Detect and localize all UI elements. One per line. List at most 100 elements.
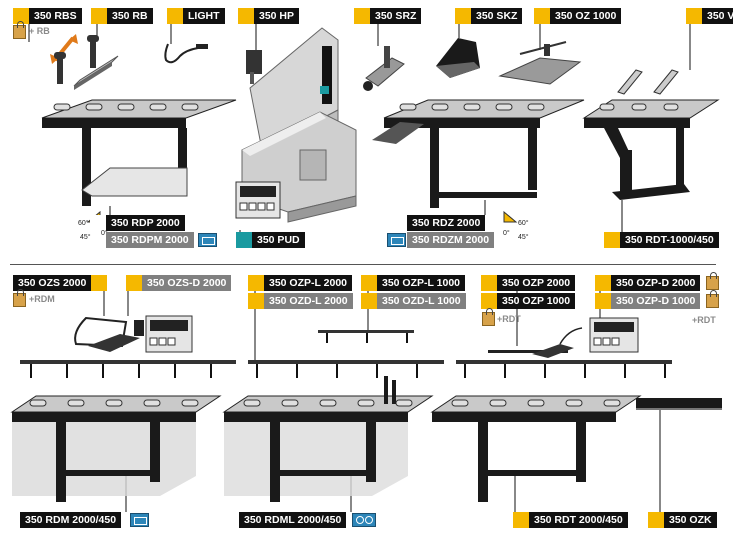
label-350-rbs[interactable]: 350 RBS bbox=[13, 8, 82, 24]
label-text: 350 V bbox=[702, 8, 733, 24]
label-swatch bbox=[595, 293, 611, 309]
label-swatch bbox=[238, 8, 254, 24]
label-text: 350 RDZM 2000 bbox=[407, 232, 495, 248]
label-text: 350 RDPM 2000 bbox=[106, 232, 194, 248]
label-text: 350 OZP-L 1000 bbox=[377, 275, 466, 291]
label-350-oz-1000[interactable]: 350 OZ 1000 bbox=[534, 8, 622, 24]
option-rdt: +RDT bbox=[497, 314, 521, 324]
option-rdm: +RDM bbox=[29, 294, 55, 304]
label-swatch bbox=[248, 275, 264, 291]
angle-label: 0° bbox=[101, 230, 108, 237]
label-350-rdt-2000-450[interactable]: 350 RDT 2000/450 bbox=[513, 512, 628, 528]
label-350-ozp-l-2000[interactable]: 350 OZP-L 2000 bbox=[248, 275, 353, 291]
label-swatch bbox=[481, 293, 497, 309]
label-text: 350 SKZ bbox=[471, 8, 523, 24]
label-350-hp[interactable]: 350 HP bbox=[238, 8, 300, 24]
label-350-pud[interactable]: 350 PUD bbox=[236, 232, 305, 248]
label-350-ozd-l-2000[interactable]: 350 OZD-L 2000 bbox=[248, 293, 353, 309]
label-swatch bbox=[236, 232, 252, 248]
angle-label: 45° bbox=[518, 234, 529, 241]
label-text: 350 OZS-D 2000 bbox=[142, 275, 232, 291]
rbs-adjust-arrow bbox=[50, 34, 78, 64]
label-swatch bbox=[91, 275, 108, 291]
label-350-ozp-1000[interactable]: 350 OZP 1000 bbox=[481, 293, 576, 309]
label-swatch bbox=[361, 293, 377, 309]
label-swatch bbox=[248, 293, 264, 309]
label-350-ozp-2000[interactable]: 350 OZP 2000 bbox=[481, 275, 576, 291]
label-swatch bbox=[455, 8, 471, 24]
label-swatch bbox=[91, 8, 107, 24]
ozp-d-display bbox=[589, 317, 639, 353]
label-350-srz[interactable]: 350 SRZ bbox=[354, 8, 422, 24]
manual-table-icon bbox=[130, 513, 149, 527]
ozp-rail bbox=[456, 327, 672, 378]
label-light[interactable]: LIGHT bbox=[167, 8, 225, 24]
label-text: 350 OZP 1000 bbox=[497, 293, 576, 309]
label-swatch bbox=[648, 512, 664, 528]
rdz-table bbox=[372, 99, 585, 208]
label-350-rdpm-2000[interactable]: 350 RDPM 2000 bbox=[90, 232, 194, 248]
label-350-ozk[interactable]: 350 OZK bbox=[648, 512, 717, 528]
rdml-table bbox=[222, 376, 434, 502]
label-350-rdt-1000-450[interactable]: 350 RDT-1000/450 bbox=[604, 232, 719, 248]
rdp-table bbox=[41, 99, 237, 206]
light-lamp bbox=[164, 43, 208, 64]
label-swatch bbox=[494, 232, 511, 248]
label-350-ozp-d-1000[interactable]: 350 OZP-D 1000 bbox=[595, 293, 701, 309]
lock-icon bbox=[482, 308, 495, 326]
hp-gauge bbox=[246, 50, 262, 84]
angle-label: 60° bbox=[518, 220, 529, 227]
label-350-rdp-2000[interactable]: 350 RDP 2000 bbox=[90, 215, 185, 231]
label-350-rdzm-2000[interactable]: 350 RDZM 2000 bbox=[407, 232, 511, 248]
label-text: 350 RDM 2000/450 bbox=[20, 512, 122, 528]
ozp-l-rails bbox=[248, 330, 444, 378]
band-saw bbox=[241, 27, 357, 223]
label-text: 350 RDP 2000 bbox=[106, 215, 185, 231]
label-350-skz[interactable]: 350 SKZ bbox=[455, 8, 523, 24]
rdt-1000-table bbox=[582, 99, 720, 200]
label-text: 350 RBS bbox=[29, 8, 82, 24]
label-text: 350 HP bbox=[254, 8, 300, 24]
label-swatch bbox=[90, 215, 106, 231]
label-swatch bbox=[604, 232, 620, 248]
label-text: 350 RDML 2000/450 bbox=[239, 512, 347, 528]
v-rollers bbox=[617, 69, 679, 95]
pud-panel bbox=[235, 181, 281, 219]
label-350-rdml-2000-450[interactable]: 350 RDML 2000/450 bbox=[239, 512, 347, 528]
label-350-ozp-d-2000[interactable]: 350 OZP-D 2000 bbox=[595, 275, 701, 291]
angle-label: 45° bbox=[80, 234, 91, 241]
label-text: LIGHT bbox=[183, 8, 225, 24]
srz-guide bbox=[363, 46, 405, 91]
option-rb: + RB bbox=[29, 26, 50, 36]
label-swatch bbox=[126, 275, 142, 291]
label-text: 350 OZP 2000 bbox=[497, 275, 576, 291]
label-text: 350 RDT-1000/450 bbox=[620, 232, 719, 248]
lock-icon bbox=[13, 21, 26, 39]
label-350-rdz-2000[interactable]: 350 RDZ 2000 bbox=[407, 215, 502, 231]
label-swatch bbox=[513, 512, 529, 528]
rbs-posts bbox=[54, 35, 99, 84]
label-350-rb[interactable]: 350 RB bbox=[91, 8, 153, 24]
oz-1000-stop bbox=[498, 41, 582, 85]
label-text: 350 OZS 2000 bbox=[13, 275, 92, 291]
label-swatch bbox=[485, 215, 502, 231]
label-350-v[interactable]: 350 V bbox=[686, 8, 733, 24]
lock-icon bbox=[13, 289, 26, 307]
label-350-ozp-l-1000[interactable]: 350 OZP-L 1000 bbox=[361, 275, 466, 291]
manual-table-icon bbox=[387, 233, 406, 247]
manual-table-icon bbox=[198, 233, 217, 247]
label-350-ozs-d-2000[interactable]: 350 OZS-D 2000 bbox=[126, 275, 232, 291]
rdt-2000-table bbox=[430, 395, 642, 502]
label-text: 350 OZD-L 2000 bbox=[264, 293, 353, 309]
label-text: 350 OZP-D 2000 bbox=[611, 275, 701, 291]
label-swatch bbox=[13, 8, 29, 24]
label-text: 350 RDT 2000/450 bbox=[529, 512, 628, 528]
label-350-ozd-l-1000[interactable]: 350 OZD-L 1000 bbox=[361, 293, 466, 309]
label-350-ozs-2000[interactable]: 350 OZS 2000 bbox=[13, 275, 108, 291]
label-350-rdm-2000-450[interactable]: 350 RDM 2000/450 bbox=[20, 512, 122, 528]
label-text: 350 RDZ 2000 bbox=[407, 215, 486, 231]
label-text: 350 SRZ bbox=[370, 8, 422, 24]
label-swatch bbox=[354, 8, 370, 24]
